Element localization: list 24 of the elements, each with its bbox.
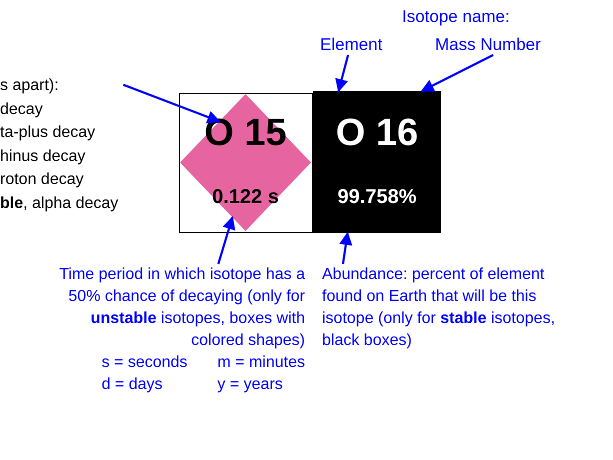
list-item: s apart): xyxy=(0,76,60,96)
list-item: hinus decay xyxy=(0,146,86,166)
leader-arrow xyxy=(122,84,221,124)
list-item: decay xyxy=(0,100,44,120)
annotation-text: Time period in which isotope has a 50% chance of decaying (only for unstable isotopes, boxes with colored shapes) xyxy=(58,265,305,351)
annotation-text: Abundance: percent of element found on Earth that will be this isotope (only for stable isotopes, black boxes) xyxy=(322,264,584,352)
isotope-symbol: O 16 xyxy=(334,112,420,155)
leader-arrow xyxy=(217,216,236,264)
annotation-label: Element xyxy=(320,35,382,55)
unit-note: y = years xyxy=(217,375,284,395)
annotation-label: Mass Number xyxy=(435,35,541,55)
leader-arrow xyxy=(420,54,494,92)
leader-arrow xyxy=(339,232,352,264)
half-life-value: 0.122 s xyxy=(211,186,280,209)
heading-label: Isotope name: xyxy=(402,7,510,27)
unit-note: d = days xyxy=(102,375,164,395)
isotope-box xyxy=(313,91,441,233)
list-item: ble, alpha decay xyxy=(0,194,118,214)
abundance-value: 99.758% xyxy=(336,186,418,209)
leader-arrow xyxy=(335,54,350,92)
unit-note: m = minutes xyxy=(217,353,305,373)
list-item: roton decay xyxy=(0,170,85,190)
list-item: ta-plus decay xyxy=(0,123,96,143)
unit-note: s = seconds xyxy=(102,353,188,373)
